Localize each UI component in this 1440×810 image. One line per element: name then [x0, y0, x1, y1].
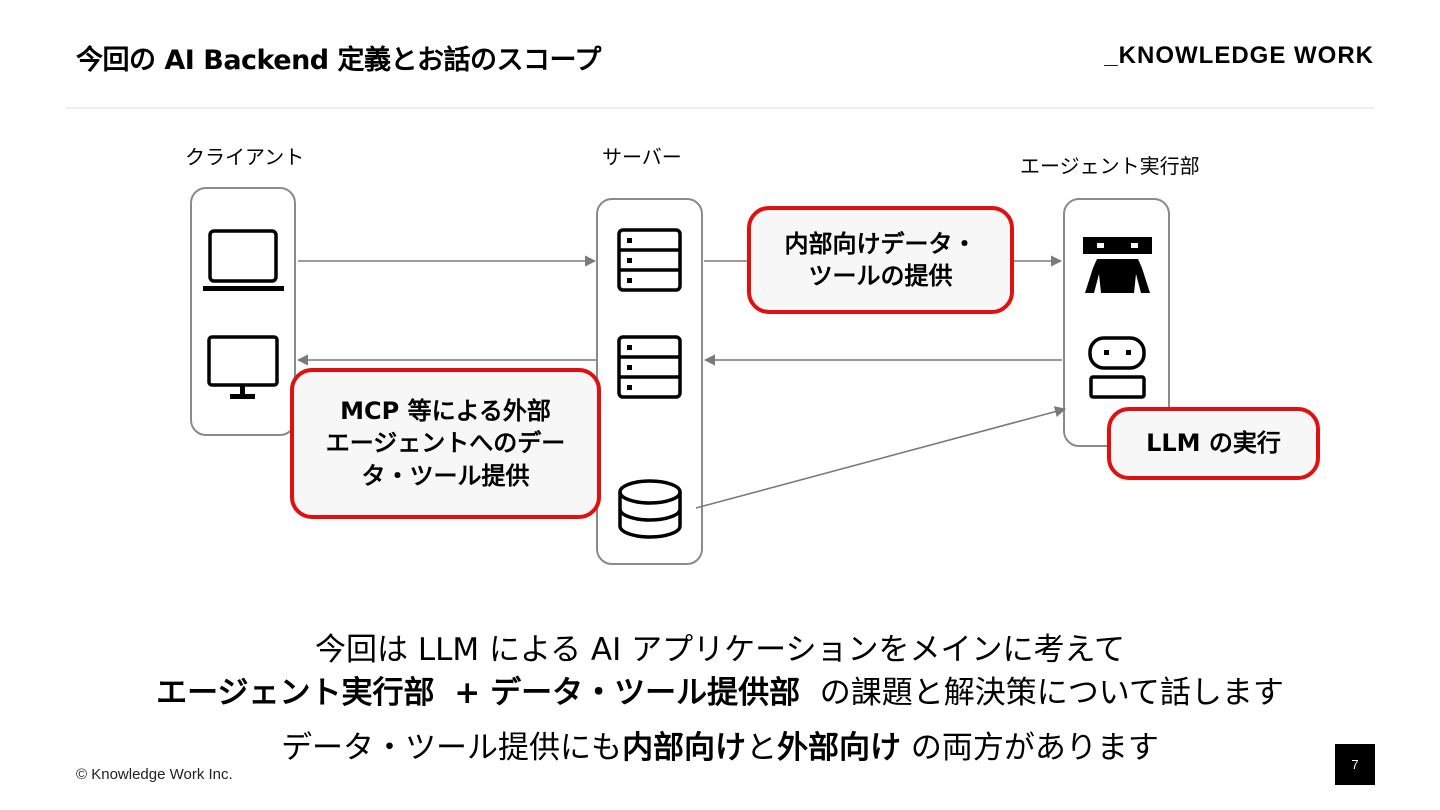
summary-plus: + — [454, 675, 481, 711]
summary-line-3-c: の両方があります — [910, 730, 1159, 766]
agent-person-icon — [1083, 237, 1152, 293]
monitor-icon — [207, 335, 279, 399]
server-label: サーバー — [602, 145, 682, 169]
callout-external-mcp: MCP 等による外部 エージェントへのデー タ・ツール提供 — [290, 368, 601, 519]
callout-llm-execution: LLM の実行 — [1107, 407, 1320, 480]
summary-line-3: データ・ツール提供にも内部向けと外部向け の両方があります — [0, 722, 1440, 767]
server-rack-icon — [617, 335, 682, 399]
summary-external: 外部向け — [777, 730, 902, 766]
callout-internal-data-tools: 内部向けデータ・ ツールの提供 — [747, 206, 1014, 314]
arrow-database-to-agent — [695, 406, 1067, 509]
page-number: 7 — [1335, 744, 1375, 785]
brand-logo: _KNOWLEDGE WORK — [1104, 42, 1374, 69]
header-divider — [66, 107, 1374, 109]
summary-line-2-rest: の課題と解決策について話します — [819, 675, 1284, 711]
summary-agent-part: エージェント実行部 — [156, 675, 435, 711]
copyright: © Knowledge Work Inc. — [76, 766, 233, 783]
summary-line-3-b: と — [746, 730, 778, 766]
server-rack-icon — [617, 228, 682, 292]
agent-label: エージェント実行部 — [1020, 154, 1200, 178]
summary-line-2: エージェント実行部 + データ・ツール提供部 の課題と解決策について話します — [0, 667, 1440, 712]
client-label: クライアント — [185, 145, 305, 169]
page-title: 今回の AI Backend 定義とお話のスコープ — [76, 45, 601, 76]
database-icon — [618, 479, 682, 539]
summary-data-tools-part: データ・ツール提供部 — [490, 675, 801, 711]
summary-internal: 内部向け — [622, 730, 747, 766]
summary-line-1: 今回は LLM による AI アプリケーションをメインに考えて — [315, 632, 1125, 668]
laptop-icon — [203, 229, 284, 291]
llm-robot-icon — [1088, 336, 1146, 399]
summary-line-3-a: データ・ツール提供にも — [281, 730, 623, 766]
